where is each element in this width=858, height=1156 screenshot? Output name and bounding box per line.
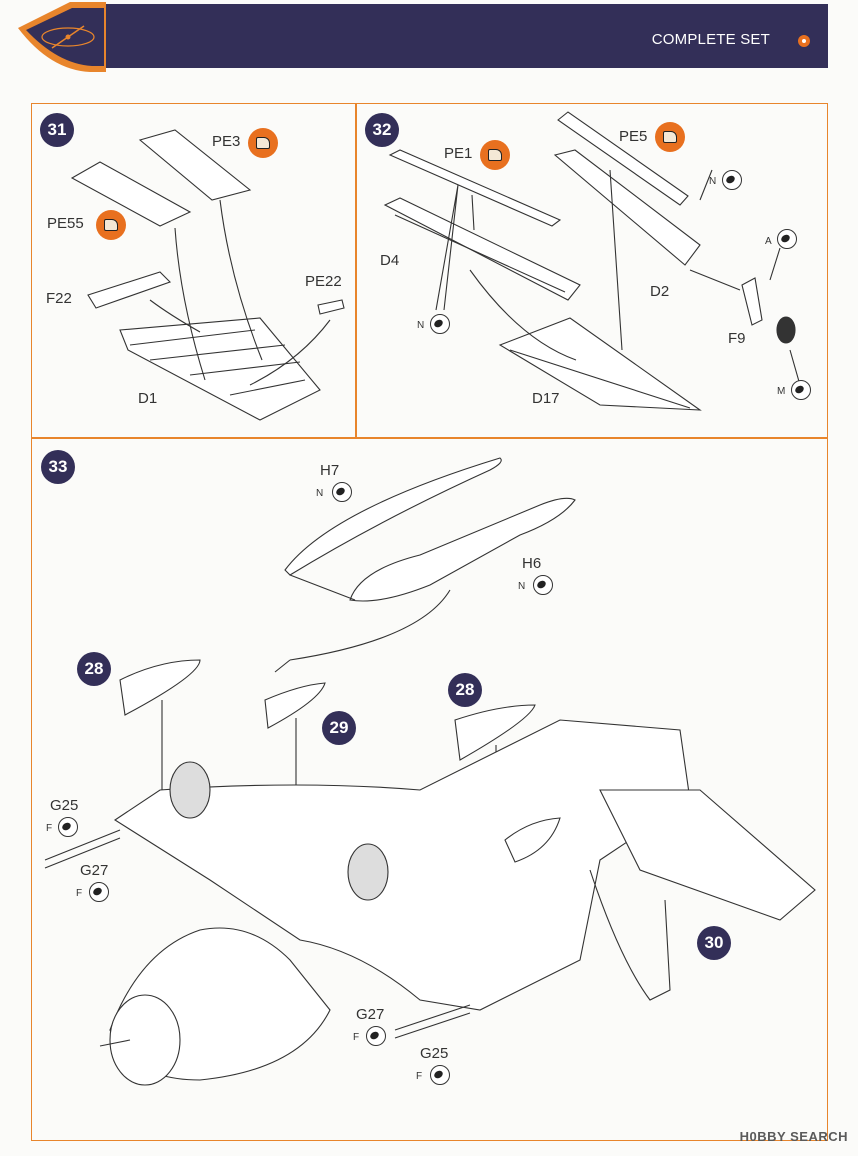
step-ref-28: 28 <box>448 673 482 707</box>
paint-icon <box>791 380 811 400</box>
part-label-g27: G27 <box>80 862 109 879</box>
photo-etch-icon <box>655 122 685 152</box>
part-label-g27: G27 <box>356 1006 385 1023</box>
part-label-d2: D2 <box>650 283 670 300</box>
paint-icon <box>430 1065 450 1085</box>
paint-code-f: F <box>353 1032 360 1043</box>
watermark: H0BBY SEARCH <box>739 1129 848 1144</box>
step-31-badge: 31 <box>40 113 74 147</box>
part-label-d1: D1 <box>138 390 158 407</box>
part-label-pe3: PE3 <box>212 133 241 150</box>
part-label-d17: D17 <box>532 390 560 407</box>
paint-icon <box>777 229 797 249</box>
step-32-badge: 32 <box>365 113 399 147</box>
part-label-pe22: PE22 <box>305 273 342 290</box>
paint-code-a: A <box>765 236 772 247</box>
step-33-badge: 33 <box>41 450 75 484</box>
header-bar: COMPLETE SET <box>0 0 858 72</box>
paint-code-n: N <box>316 488 324 499</box>
brand-logo <box>38 22 98 52</box>
part-label-h7: H7 <box>320 462 340 479</box>
step-32-panel <box>355 103 828 439</box>
header-background <box>18 2 828 72</box>
paint-code-f: F <box>416 1071 423 1082</box>
step-ref-30: 30 <box>697 926 731 960</box>
part-label-d4: D4 <box>380 252 400 269</box>
photo-etch-icon <box>248 128 278 158</box>
paint-icon <box>533 575 553 595</box>
part-label-g25: G25 <box>50 797 79 814</box>
step-ref-29: 29 <box>322 711 356 745</box>
part-label-pe55: PE55 <box>47 215 84 232</box>
paint-code-n: N <box>709 176 717 187</box>
part-label-f22: F22 <box>46 290 72 307</box>
paint-code-n: N <box>417 320 425 331</box>
photo-etch-icon <box>96 210 126 240</box>
step-31-panel <box>31 103 357 439</box>
paint-icon <box>430 314 450 334</box>
paint-icon <box>722 170 742 190</box>
part-label-pe1: PE1 <box>444 145 473 162</box>
step-ref-28: 28 <box>77 652 111 686</box>
paint-icon <box>366 1026 386 1046</box>
paint-code-m: M <box>777 386 786 397</box>
step-33-panel <box>31 437 828 1141</box>
paint-icon <box>58 817 78 837</box>
part-label-g25: G25 <box>420 1045 449 1062</box>
part-label-h6: H6 <box>522 555 542 572</box>
paint-code-f: F <box>46 823 53 834</box>
paint-code-f: F <box>76 888 83 899</box>
paint-icon <box>332 482 352 502</box>
part-label-pe5: PE5 <box>619 128 648 145</box>
header-title: COMPLETE SET <box>651 31 770 48</box>
paint-code-n: N <box>518 581 526 592</box>
part-label-f9: F9 <box>728 330 746 347</box>
photo-etch-icon <box>480 140 510 170</box>
paint-icon <box>89 882 109 902</box>
header-bullet-icon <box>798 35 810 47</box>
